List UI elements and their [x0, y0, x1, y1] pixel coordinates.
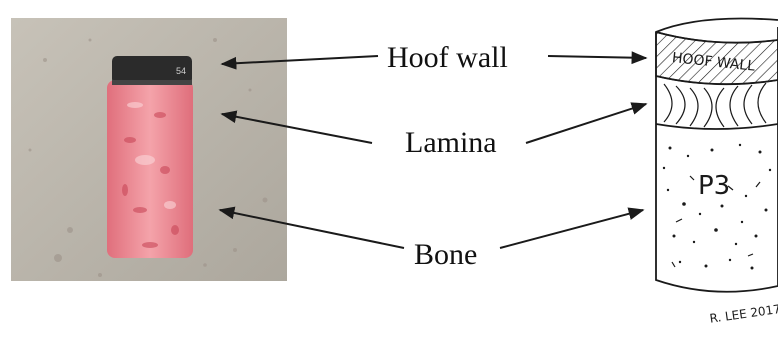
label-hoof-wall: Hoof wall — [387, 43, 508, 73]
sketch-p3-text: P3 — [698, 171, 730, 201]
arrow-bone-to-drawing — [500, 210, 643, 248]
label-lamina: Lamina — [405, 128, 497, 158]
sketch-lamina-lines — [664, 83, 766, 127]
arrow-hoof-to-drawing — [548, 56, 646, 58]
sample-photo: 54 — [11, 18, 287, 281]
sketch-lamina-bottom — [656, 124, 778, 129]
sample-vial: 54 — [107, 56, 193, 258]
sketch-signature: R. LEE 2017 — [709, 302, 778, 326]
arrow-lamina-to-drawing — [526, 104, 646, 143]
vial-lid-rim — [112, 80, 192, 85]
sketch-bone-stipple — [663, 144, 771, 270]
label-bone: Bone — [414, 240, 477, 270]
vial-body — [107, 80, 193, 258]
vial-lid-text: 54 — [176, 66, 186, 76]
